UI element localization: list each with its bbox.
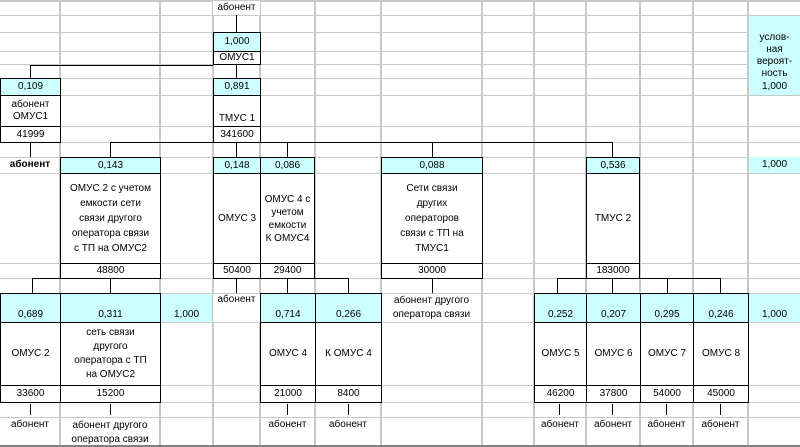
- node-name: ОМУС 2 с учетом емкости сети связи друго…: [60, 173, 161, 264]
- node-prob: 0,252: [534, 293, 587, 323]
- node-name: ТМУС 1: [213, 95, 261, 127]
- node-prob: 0,109: [0, 78, 61, 96]
- node-value: 21000: [260, 385, 316, 403]
- leaf-label: абонент: [701, 419, 740, 430]
- node-value: 37800: [586, 385, 641, 403]
- leaf-label: абонент: [647, 419, 686, 430]
- node-value: 29400: [260, 263, 315, 279]
- leaf-label: абонент: [540, 419, 580, 430]
- node-value: 50400: [213, 263, 261, 279]
- node-value: 33600: [0, 385, 61, 403]
- node-prob: 0,148: [213, 157, 261, 174]
- node-prob: 0,207: [586, 293, 641, 323]
- level2-sum: 1,000: [749, 157, 800, 173]
- node-prob: 0,088: [381, 157, 483, 174]
- leaf-label: абонент: [328, 419, 368, 430]
- legend-label: услов- ная вероят- ность: [756, 31, 793, 79]
- node-value: 41999: [0, 126, 61, 143]
- node-name: ОМУС 6: [586, 322, 641, 386]
- node-prob: 0,891: [213, 78, 261, 96]
- root-probability: 1,000: [213, 32, 261, 52]
- legend-conditional-probability: услов- ная вероят- ность: [749, 16, 800, 95]
- node-name: ОМУС 2: [0, 322, 61, 386]
- node-prob: 0,689: [0, 293, 61, 323]
- node-name: сеть связи другого оператора с ТП на ОМУ…: [60, 322, 161, 386]
- node-value: 30000: [381, 263, 483, 279]
- tmus2-sum: 1,000: [749, 294, 800, 322]
- node-prob: 0,143: [60, 157, 161, 174]
- root-node-name: ОМУС1: [213, 51, 261, 65]
- node-prob: 0,246: [693, 293, 749, 323]
- node-prob: 0,266: [315, 293, 382, 323]
- top-subscriber: абонент: [213, 1, 260, 15]
- node-prob: 0,311: [60, 293, 161, 323]
- node-name: ОМУС 4 с учетом емкости К ОМУС4: [260, 173, 315, 264]
- node-name: абонент ОМУС1: [0, 95, 61, 127]
- node-value: 45000: [693, 385, 749, 403]
- node-name: ОМУС 5: [534, 322, 587, 386]
- node-value: 54000: [640, 385, 694, 403]
- node-name: К ОМУС 4: [315, 322, 382, 386]
- level2-subscriber: абонент: [9, 159, 51, 170]
- node-prob: 0,536: [586, 157, 640, 174]
- node-value: 48800: [60, 263, 161, 279]
- node-name: ТМУС 2: [586, 173, 640, 264]
- other-operator-subscriber: абонент другого оператора связи: [382, 294, 481, 322]
- legend-value: 1,000: [761, 80, 788, 92]
- node-prob: 0,714: [260, 293, 316, 323]
- node-name: ОМУС 8: [693, 322, 749, 386]
- node-value: 341600: [213, 126, 261, 143]
- node-name: ОМУС 7: [640, 322, 694, 386]
- node-value: 15200: [60, 385, 161, 403]
- leaf-label: абонент: [10, 419, 50, 430]
- node-value: 8400: [315, 385, 382, 403]
- omus2-sum: 1,000: [161, 294, 212, 322]
- node-prob: 0,086: [260, 157, 315, 174]
- node-name: ОМУС 3: [213, 173, 261, 264]
- leaf-label: абонент: [268, 419, 307, 430]
- leaf-label: абонент: [593, 419, 633, 430]
- node-prob: 0,295: [640, 293, 694, 323]
- node-name: ОМУС 4: [260, 322, 316, 386]
- node-name: Сети связи других операторов связи с ТП …: [381, 173, 483, 264]
- node-value: 183000: [586, 263, 640, 279]
- leaf-label: абонент другого оператора связи: [71, 420, 149, 445]
- omus3-subscriber: абонент: [213, 294, 260, 322]
- node-value: 46200: [534, 385, 587, 403]
